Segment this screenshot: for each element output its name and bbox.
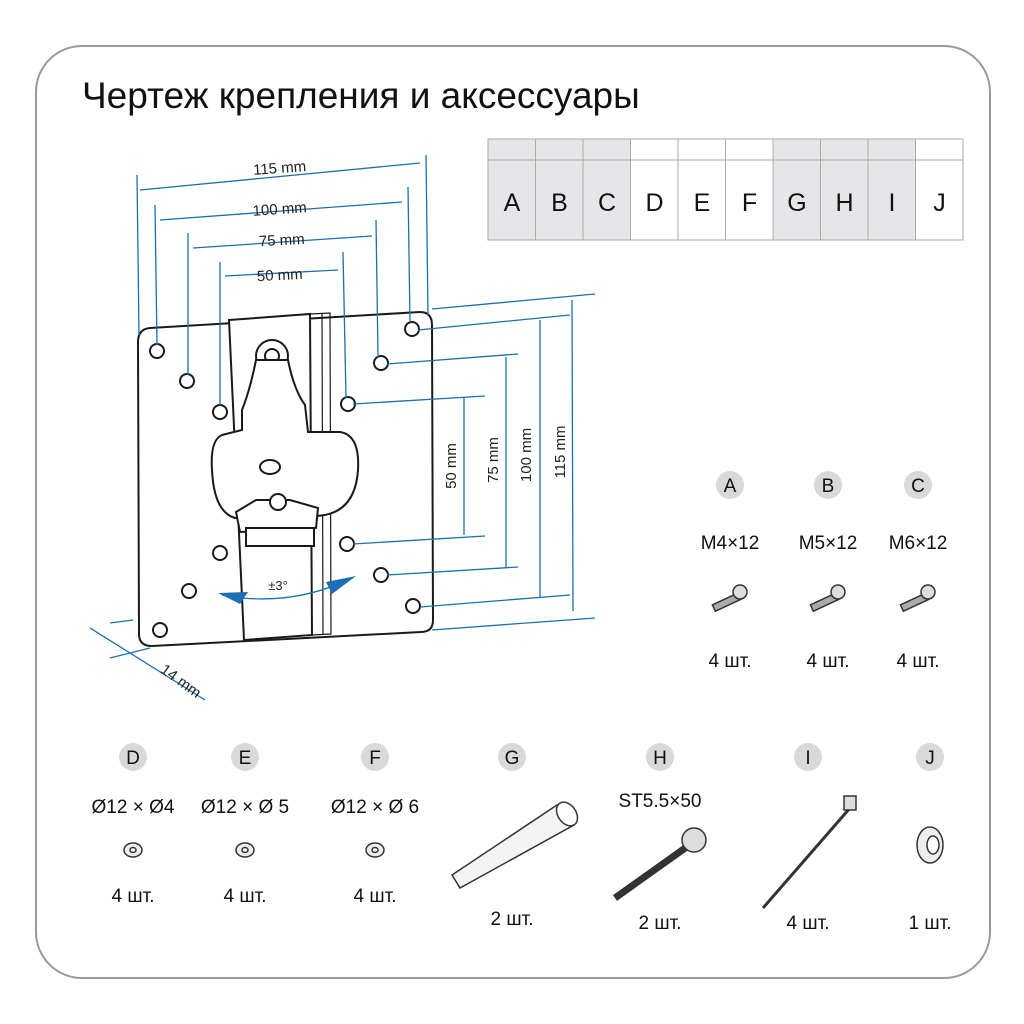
item-quantity: 4 шт. — [112, 886, 155, 907]
letter-badge — [361, 743, 389, 771]
table-letter: E — [694, 189, 711, 217]
item-letter: F — [369, 748, 381, 769]
dim-h-75: 75 mm — [258, 231, 305, 250]
page-border — [35, 45, 991, 979]
accessory-list: A M4×12 4 шт. B M5×12 4 шт. C M6×12 4 шт. D Ø12 × … — [92, 471, 952, 934]
table-letter: C — [598, 189, 616, 217]
table-letter: I — [889, 189, 896, 217]
item-letter: J — [925, 748, 935, 769]
washer-icon — [123, 842, 143, 858]
letter-badge — [498, 743, 526, 771]
accessory-item-a: A M4×12 4 шт. — [701, 471, 760, 672]
letter-badge — [814, 471, 842, 499]
item-letter: H — [653, 748, 667, 769]
item-spec: M5×12 — [799, 533, 858, 554]
screw-icon — [899, 584, 936, 613]
washer-icon — [365, 842, 385, 858]
item-letter: C — [911, 476, 925, 497]
table-cell-d: D — [630, 138, 679, 241]
wall-plug-icon — [450, 801, 579, 890]
spacer-icon — [916, 826, 944, 864]
table-cell-j: J — [915, 138, 964, 241]
table-cell-b: B — [535, 138, 584, 241]
accessory-table: A B C D E F G H I J — [487, 138, 964, 241]
letter-badge — [904, 471, 932, 499]
accessory-item-d: D Ø12 × Ø4 4 шт. — [92, 743, 175, 907]
dim-h-50: 50 mm — [256, 266, 303, 285]
screw-icon — [711, 584, 748, 613]
dim-v-100: 100 mm — [518, 428, 535, 482]
accessory-item-i: I 4 шт. — [761, 743, 857, 934]
item-spec: Ø12 × Ø 6 — [331, 797, 419, 818]
item-letter: E — [239, 748, 252, 769]
item-letter: B — [822, 476, 835, 497]
page-title: Чертеж крепления и аксессуары — [82, 75, 640, 116]
item-letter: G — [505, 748, 520, 769]
item-letter: D — [126, 748, 140, 769]
dim-depth: 14 mm — [157, 661, 204, 702]
table-cell-e: E — [677, 138, 726, 241]
letter-badge — [716, 471, 744, 499]
table-letter: F — [742, 189, 757, 217]
tilt-label: ±3° — [268, 578, 288, 593]
dim-v-115: 115 mm — [552, 425, 569, 478]
table-cell-a: A — [487, 138, 536, 241]
table-cell-g: G — [772, 138, 821, 241]
letter-badge — [646, 743, 674, 771]
item-spec: Ø12 × Ø4 — [92, 797, 175, 818]
table-letter: B — [551, 189, 568, 217]
table-cell-h: H — [820, 138, 869, 241]
accessory-item-j: J 1 шт. — [909, 743, 952, 934]
item-quantity: 4 шт. — [354, 886, 397, 907]
accessory-item-h: H ST5.5×50 2 шт. — [612, 743, 707, 934]
item-quantity: 4 шт. — [787, 913, 830, 934]
item-quantity: 4 шт. — [224, 886, 267, 907]
accessory-item-b: B M5×12 4 шт. — [799, 471, 858, 672]
wood-screw-icon — [612, 827, 707, 901]
table-letter: D — [645, 189, 663, 217]
table-letter: A — [504, 189, 521, 217]
dim-h-115: 115 mm — [253, 158, 307, 179]
item-quantity: 4 шт. — [807, 651, 850, 672]
item-spec: ST5.5×50 — [619, 791, 702, 812]
dim-v-75: 75 mm — [485, 437, 502, 483]
item-quantity: 4 шт. — [897, 651, 940, 672]
accessory-item-g: G 2 шт. — [450, 743, 579, 930]
table-cell-i: I — [867, 138, 916, 241]
washer-icon — [235, 842, 255, 858]
item-quantity: 2 шт. — [491, 909, 534, 930]
mount-plate-drawing: ±3° — [136, 310, 435, 648]
dim-v-50: 50 mm — [443, 443, 460, 489]
letter-badge — [119, 743, 147, 771]
dim-h-100: 100 mm — [252, 199, 307, 220]
letter-badge — [231, 743, 259, 771]
item-letter: I — [805, 748, 810, 769]
screw-icon — [809, 584, 846, 613]
table-cell-c: C — [582, 138, 631, 241]
item-quantity: 1 шт. — [909, 913, 952, 934]
table-letter: H — [835, 189, 853, 217]
letter-badge — [794, 743, 822, 771]
accessory-item-f: F Ø12 × Ø 6 4 шт. — [331, 743, 419, 907]
accessory-item-e: E Ø12 × Ø 5 4 шт. — [201, 743, 289, 907]
item-spec: M6×12 — [889, 533, 948, 554]
item-spec: Ø12 × Ø 5 — [201, 797, 289, 818]
item-letter: A — [724, 476, 737, 497]
cable-tie-icon — [761, 795, 857, 909]
table-letter: J — [933, 189, 946, 217]
item-quantity: 2 шт. — [639, 913, 682, 934]
table-letter: G — [787, 189, 806, 217]
item-spec: M4×12 — [701, 533, 760, 554]
table-cell-f: F — [725, 138, 774, 241]
letter-badge — [916, 743, 944, 771]
accessory-item-c: C M6×12 4 шт. — [889, 471, 948, 672]
item-quantity: 4 шт. — [709, 651, 752, 672]
